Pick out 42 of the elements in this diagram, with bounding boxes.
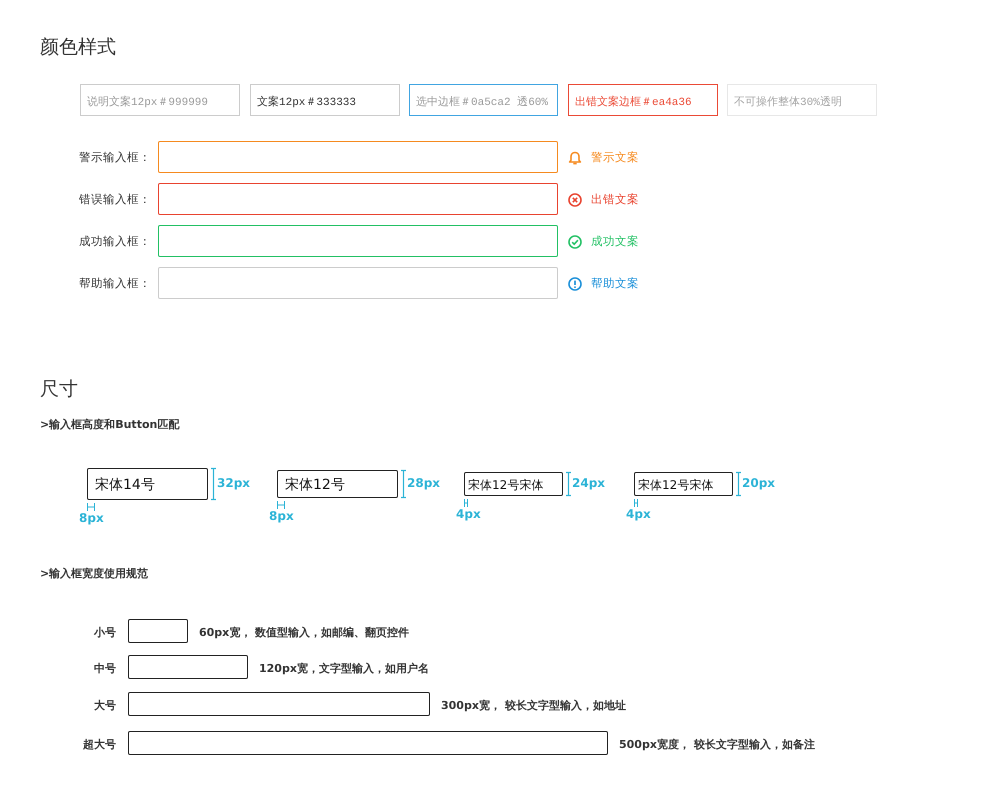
sample-input-box xyxy=(568,84,718,116)
description-text: 60px宽， 数值型输入，如邮编、翻页控件 xyxy=(199,625,410,640)
section-heading: 颜色样式 xyxy=(40,35,116,60)
dimension-label: 4px xyxy=(456,507,481,521)
status-message: 成功文案 xyxy=(591,234,639,249)
sample-text: 出错文案边框＃ea4a36 xyxy=(575,94,692,109)
sample-text: 宋体14号 xyxy=(95,476,155,494)
field-label: 警示输入框： xyxy=(79,150,151,165)
sample-text: 宋体12号 xyxy=(285,476,345,494)
sample-text: 文案12px＃333333 xyxy=(257,94,356,109)
sample-text: 宋体12号宋体 xyxy=(638,476,714,494)
status-message: 出错文案 xyxy=(591,192,639,207)
sample-text: 说明文案12px＃999999 xyxy=(87,94,208,109)
dimension-label: 24px xyxy=(572,476,606,490)
description-text: 120px宽，文字型输入，如用户名 xyxy=(259,661,429,676)
sample-input-box xyxy=(80,84,240,116)
status-message: 警示文案 xyxy=(591,150,639,165)
dimension-label: 28px xyxy=(407,476,440,490)
sample-input-box xyxy=(727,84,877,116)
sample-input-box xyxy=(409,84,558,116)
sample-input-box xyxy=(250,84,400,116)
sample-text: 不可操作整体30%透明 xyxy=(734,95,842,109)
field-label: 错误输入框： xyxy=(79,192,151,207)
dimension-label: 8px xyxy=(269,509,294,523)
field-label: 小号 xyxy=(94,625,116,640)
field-label: 超大号 xyxy=(83,737,116,752)
sample-text: 宋体12号宋体 xyxy=(468,476,544,494)
sample-text: 选中边框＃0a5ca2 透60% xyxy=(416,95,548,109)
description-text: 500px宽度， 较长文字型输入，如备注 xyxy=(619,737,815,752)
subheading: >输入框高度和Button匹配 xyxy=(40,417,180,432)
field-label: 大号 xyxy=(94,698,116,713)
section-heading: 尺寸 xyxy=(40,377,78,402)
subheading: >输入框宽度使用规范 xyxy=(40,566,148,581)
dimension-label: 8px xyxy=(79,511,104,525)
dimension-label: 32px xyxy=(217,476,250,490)
field-label: 成功输入框： xyxy=(79,234,151,249)
field-label: 帮助输入框： xyxy=(79,276,151,291)
dimension-label: 4px xyxy=(626,507,651,521)
status-message: 帮助文案 xyxy=(591,276,639,291)
field-label: 中号 xyxy=(94,661,116,676)
description-text: 300px宽， 较长文字型输入，如地址 xyxy=(441,698,626,713)
dimension-label: 20px xyxy=(742,476,776,490)
